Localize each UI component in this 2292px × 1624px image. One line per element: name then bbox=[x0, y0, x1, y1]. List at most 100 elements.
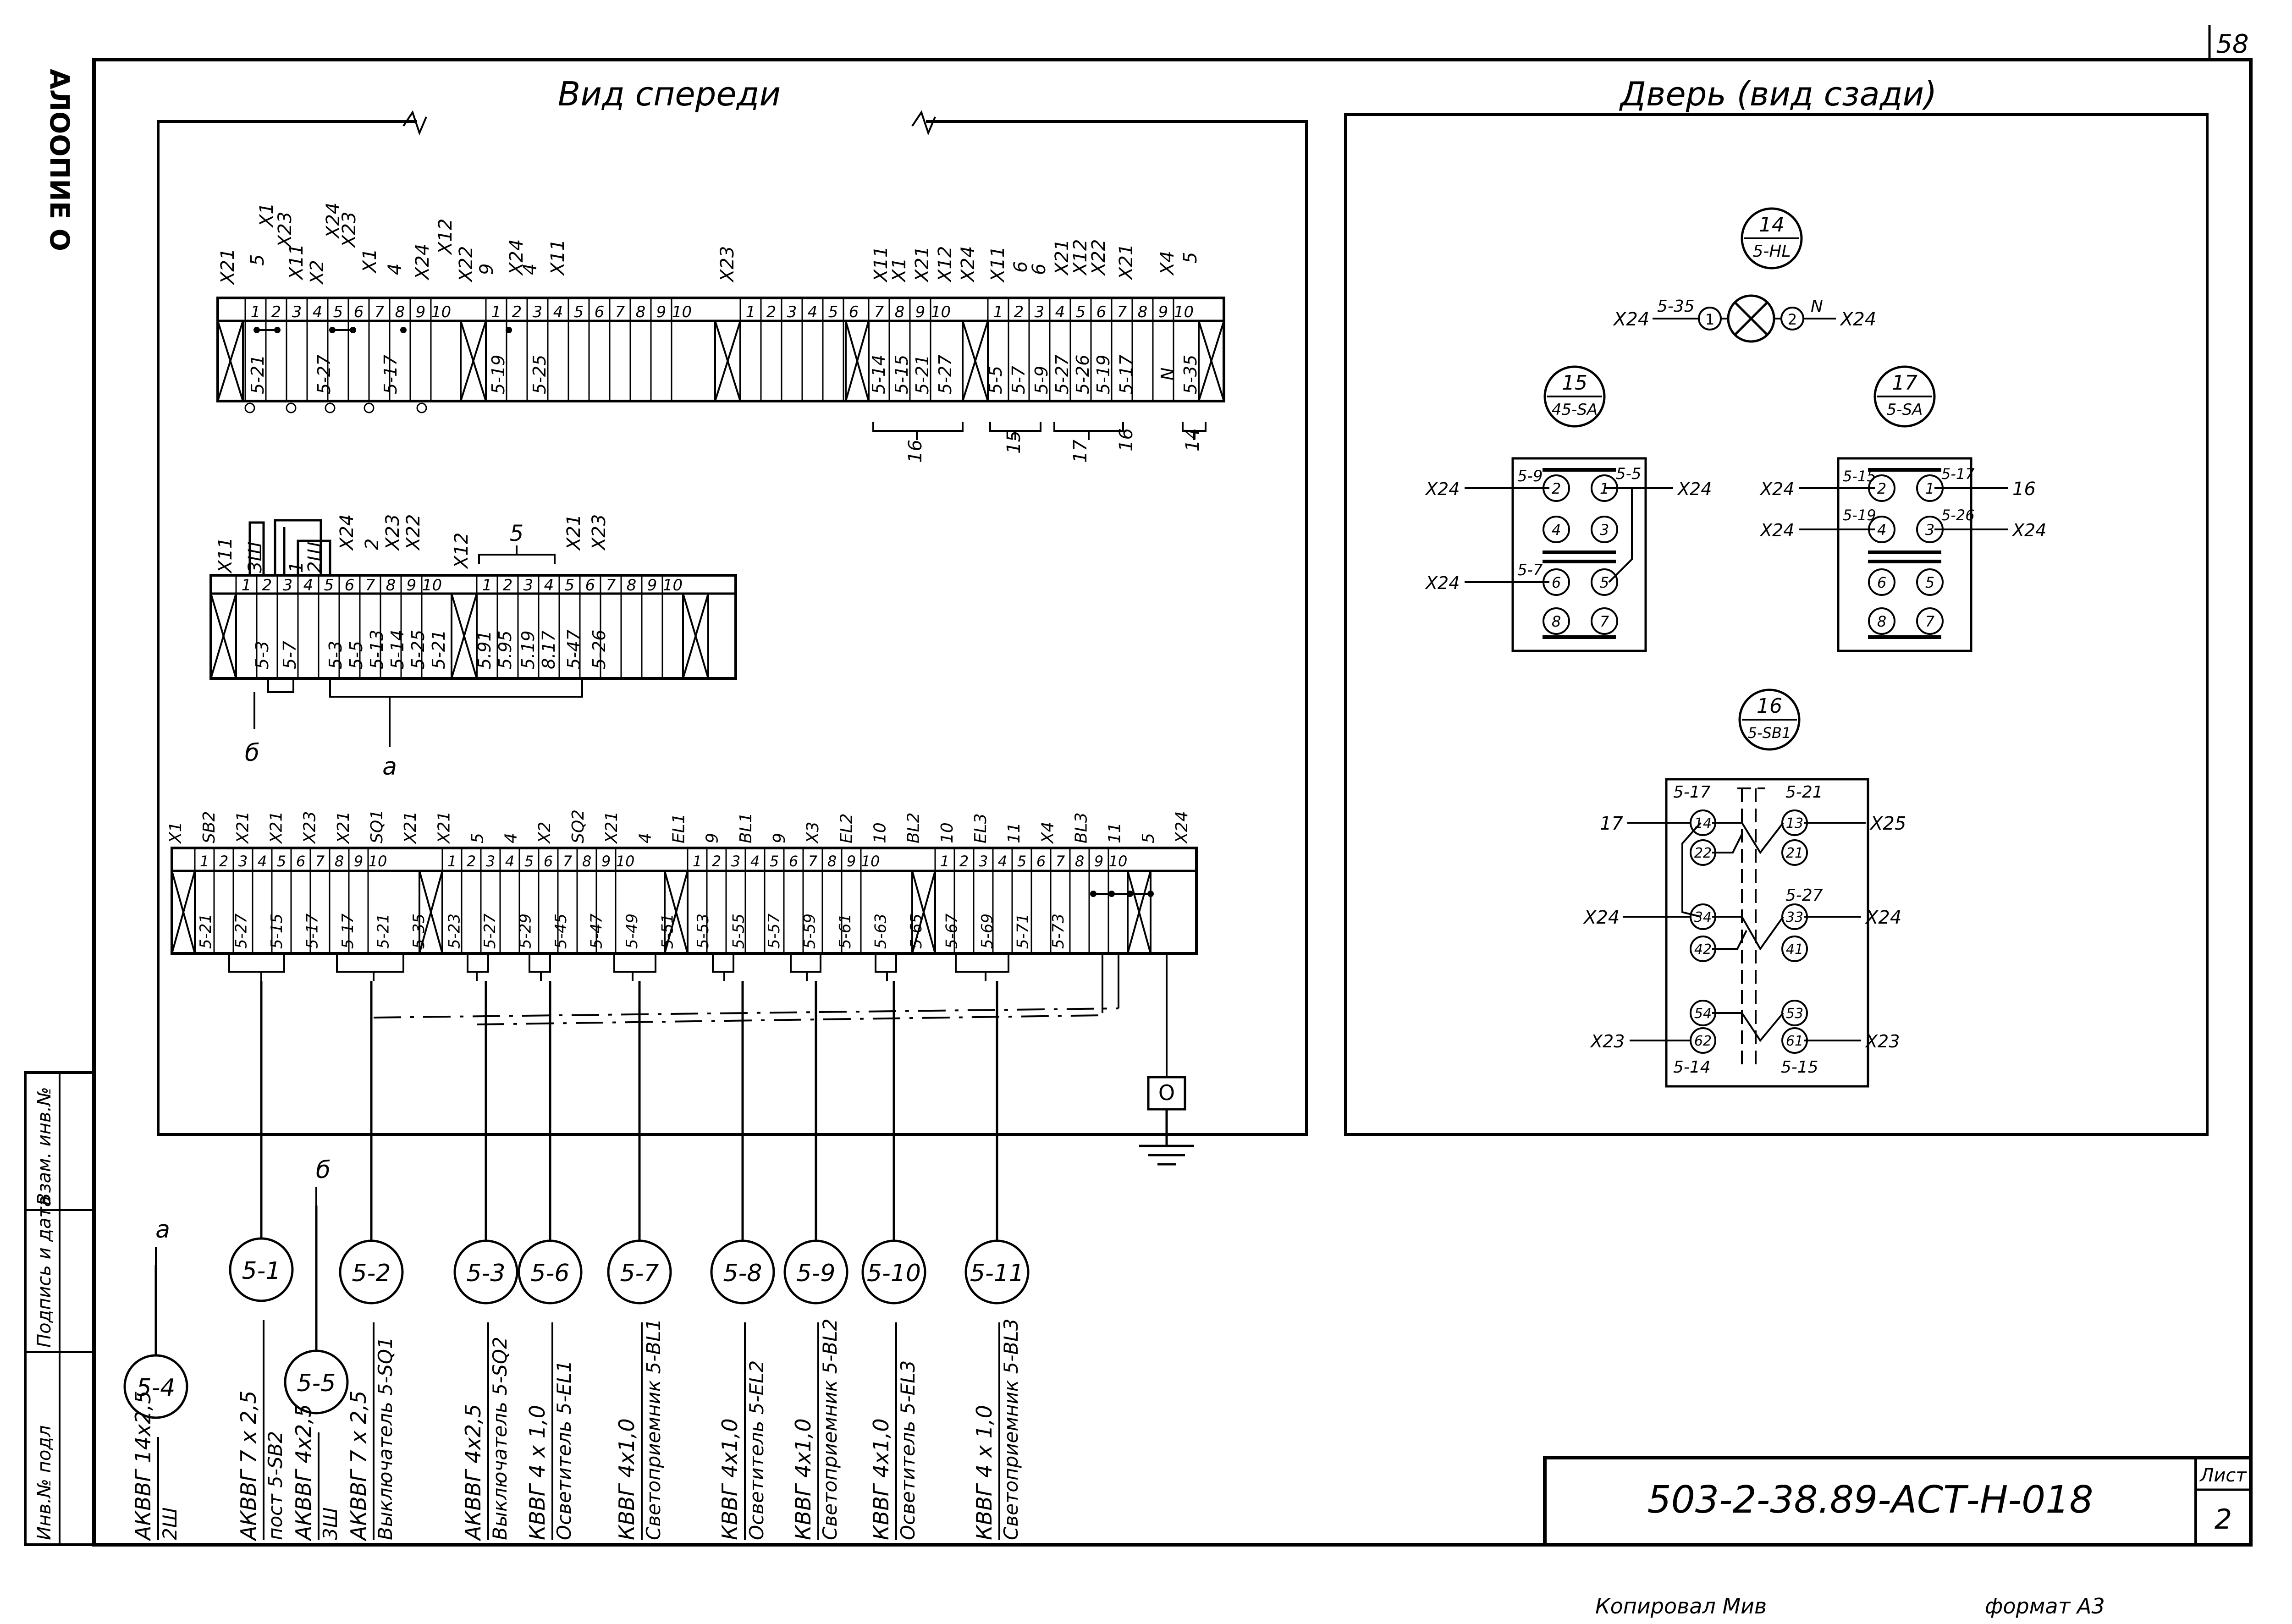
cable-spec: АКВВГ 7 x 2,5 bbox=[236, 1391, 261, 1541]
button-16-contacts bbox=[1681, 822, 1784, 1042]
strip2-bracket bbox=[478, 545, 556, 564]
terminal-number: 6 bbox=[1036, 853, 1046, 870]
strip1-top-label: X1 bbox=[256, 203, 277, 228]
strip2-bottom-label: 5-5 bbox=[346, 641, 366, 669]
terminal-number: 3 bbox=[731, 853, 740, 870]
switch-pin-number: 8 bbox=[1877, 613, 1886, 630]
terminal-number: 8 bbox=[582, 853, 591, 870]
switch-pin-number: 3 bbox=[1925, 521, 1934, 539]
terminal-number: 9 bbox=[847, 853, 856, 870]
strip3-top-label: 5 bbox=[1139, 833, 1158, 843]
strip3-top-label: X21 bbox=[233, 811, 252, 844]
strip1-top-label: X21 bbox=[1116, 244, 1137, 281]
terminal-number: 4 bbox=[1055, 303, 1065, 321]
terminal-number: 10 bbox=[931, 303, 951, 321]
terminal-number: 2 bbox=[271, 303, 281, 321]
strip1-top-label: X11 bbox=[286, 244, 307, 281]
cable-connector bbox=[529, 952, 551, 973]
wire-end bbox=[325, 402, 336, 413]
strip1-top-label: X24 bbox=[412, 244, 433, 281]
switch-15-wire-1: 5-9 bbox=[1517, 467, 1543, 485]
switch-17-ext-1: X24 bbox=[1759, 479, 1794, 499]
strip3-bottom-label: 5-69 bbox=[978, 914, 997, 949]
strip1-bracket bbox=[872, 422, 964, 440]
terminal-number: 3 bbox=[979, 853, 988, 870]
strip1-bottom-label: 5-35 bbox=[1180, 355, 1201, 394]
cable-lead: а bbox=[155, 1216, 170, 1244]
door-view-frame bbox=[1344, 113, 2209, 1136]
cable-spec: АКВВГ 7 x 2,5 bbox=[346, 1391, 371, 1541]
strip3-bottom-label: 5-73 bbox=[1049, 914, 1068, 949]
terminal-number: 6 bbox=[585, 576, 595, 595]
strip1-top-label: 4 bbox=[385, 264, 406, 275]
terminal-number: 8 bbox=[395, 303, 405, 321]
strip3-bottom-label: 5-63 bbox=[872, 914, 890, 949]
terminal-number: 1 bbox=[993, 303, 1003, 321]
strip1-top-label: X23 bbox=[275, 212, 296, 248]
terminal-number: 3 bbox=[238, 853, 248, 870]
strip1-top-label: X12 bbox=[1070, 239, 1091, 276]
terminal-number: 5 bbox=[828, 303, 838, 321]
terminal-number: 8 bbox=[335, 853, 344, 870]
strip1-ref: 14 bbox=[1182, 428, 1203, 451]
cable-spec: КВВГ 4 x 1,0 bbox=[525, 1405, 550, 1540]
lamp-14-tag bbox=[1741, 207, 1803, 270]
strip2-top-label: 5 bbox=[510, 521, 524, 546]
ground-symbol bbox=[1139, 1109, 1194, 1166]
strip3-top-label: X3 bbox=[804, 821, 822, 844]
terminal-number: 7 bbox=[365, 576, 375, 595]
terminal-number: 1 bbox=[491, 303, 501, 321]
strip3-bottom-label: 5-59 bbox=[801, 914, 819, 949]
cable-tag bbox=[710, 1239, 775, 1305]
strip3-bottom-label: 5-21 bbox=[375, 914, 393, 949]
terminal-number: 7 bbox=[315, 853, 325, 870]
strip1-bracket bbox=[1053, 422, 1124, 440]
strip1-bottom-label: 5-7 bbox=[1008, 366, 1029, 394]
terminal-number: 5 bbox=[1017, 853, 1026, 870]
strip3-end-stops bbox=[171, 870, 1152, 954]
jumper-dot bbox=[506, 327, 512, 333]
terminal-number: 10 bbox=[431, 303, 451, 321]
terminal-number: 3 bbox=[1035, 303, 1045, 321]
terminal-number: 10 bbox=[861, 853, 880, 870]
strip1-top-label: X12 bbox=[935, 246, 956, 283]
strip1-top-label: X11 bbox=[547, 239, 568, 276]
switch-pin bbox=[1868, 568, 1895, 596]
terminal-number: 9 bbox=[407, 576, 417, 595]
end-stop bbox=[714, 320, 741, 402]
cable-id: 5-10 bbox=[867, 1260, 921, 1287]
terminal-number: 8 bbox=[1075, 853, 1084, 870]
stamp-label-replace: Взам. инв.№ bbox=[34, 1087, 55, 1206]
cable-lead: б bbox=[316, 1156, 331, 1184]
strip3-bottom-label: 5-51 bbox=[659, 914, 677, 949]
strip3-top-label: BL2 bbox=[904, 812, 923, 843]
front-view-break bbox=[402, 110, 427, 136]
strip1-bottom-label: 5-26 bbox=[1073, 355, 1093, 394]
terminal-number: 9 bbox=[656, 303, 667, 321]
switch-pin bbox=[1591, 568, 1618, 596]
switch-pin-number: 7 bbox=[1925, 613, 1935, 630]
cable-id: 5-7 bbox=[620, 1260, 659, 1287]
cable-id: 5-3 bbox=[467, 1260, 506, 1287]
terminal-number: 8 bbox=[636, 303, 646, 321]
strip3-top-label: 9 bbox=[770, 833, 789, 843]
strip3-bottom-label: 5-67 bbox=[943, 913, 961, 949]
cable-tag bbox=[607, 1239, 672, 1305]
end-stop-cross bbox=[664, 870, 689, 954]
ground-wire bbox=[1102, 953, 1168, 1077]
switch-pin-number: 5 bbox=[1600, 574, 1609, 591]
strip3-top-label: X21 bbox=[602, 811, 621, 844]
cable-target: Осветитель 5-EL3 bbox=[897, 1360, 919, 1540]
strip3-top-label: X4 bbox=[1038, 821, 1057, 844]
terminal-number: 5 bbox=[565, 576, 575, 595]
